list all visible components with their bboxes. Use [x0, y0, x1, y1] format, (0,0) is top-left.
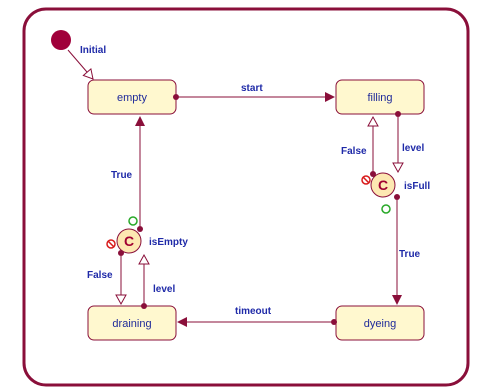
- diagram-frame: [22, 7, 470, 387]
- condition-isfull-symbol: C: [378, 177, 388, 193]
- transition-full-false[interactable]: False: [341, 115, 379, 177]
- transition-start-label: start: [241, 83, 263, 94]
- state-filling-label: filling: [367, 92, 392, 104]
- transition-full-level[interactable]: level: [392, 111, 424, 174]
- state-dyeing[interactable]: dyeing: [335, 305, 425, 341]
- transition-start[interactable]: start: [173, 83, 335, 102]
- state-empty-label: empty: [117, 92, 147, 104]
- transition-full-true[interactable]: True: [392, 194, 421, 305]
- prohibited-icon: [361, 175, 371, 185]
- initial-state-dot: [51, 30, 71, 50]
- transition-empty-level[interactable]: level: [138, 253, 175, 309]
- transition-timeout-label: timeout: [235, 306, 272, 317]
- transition-timeout[interactable]: timeout: [177, 306, 337, 327]
- transition-empty-true[interactable]: True: [111, 116, 145, 232]
- condition-isempty[interactable]: C isEmpty: [116, 228, 188, 254]
- condition-isempty-symbol: C: [124, 233, 134, 249]
- condition-isfull-label: isFull: [404, 181, 430, 192]
- prohibited-icon: [106, 239, 116, 249]
- transition-full-level-label: level: [402, 143, 424, 154]
- condition-isempty-label: isEmpty: [149, 237, 188, 248]
- state-draining-label: draining: [112, 318, 151, 330]
- transition-empty-false-label: False: [87, 270, 113, 281]
- condition-isfull[interactable]: C isFull: [370, 172, 430, 198]
- transition-empty-level-label: level: [153, 284, 175, 295]
- state-filling[interactable]: filling: [335, 79, 425, 115]
- initial-label: Initial: [80, 45, 106, 56]
- transition-full-true-label: True: [399, 249, 421, 260]
- state-draining[interactable]: draining: [87, 305, 177, 341]
- state-dyeing-label: dyeing: [364, 318, 396, 330]
- transition-empty-false[interactable]: False: [87, 250, 127, 306]
- initial-transition: [67, 49, 94, 80]
- transition-full-false-label: False: [341, 146, 367, 157]
- state-empty[interactable]: empty: [87, 79, 177, 115]
- ok-indicator-icon: [381, 204, 391, 214]
- transition-empty-true-label: True: [111, 170, 133, 181]
- ok-indicator-icon: [128, 216, 138, 226]
